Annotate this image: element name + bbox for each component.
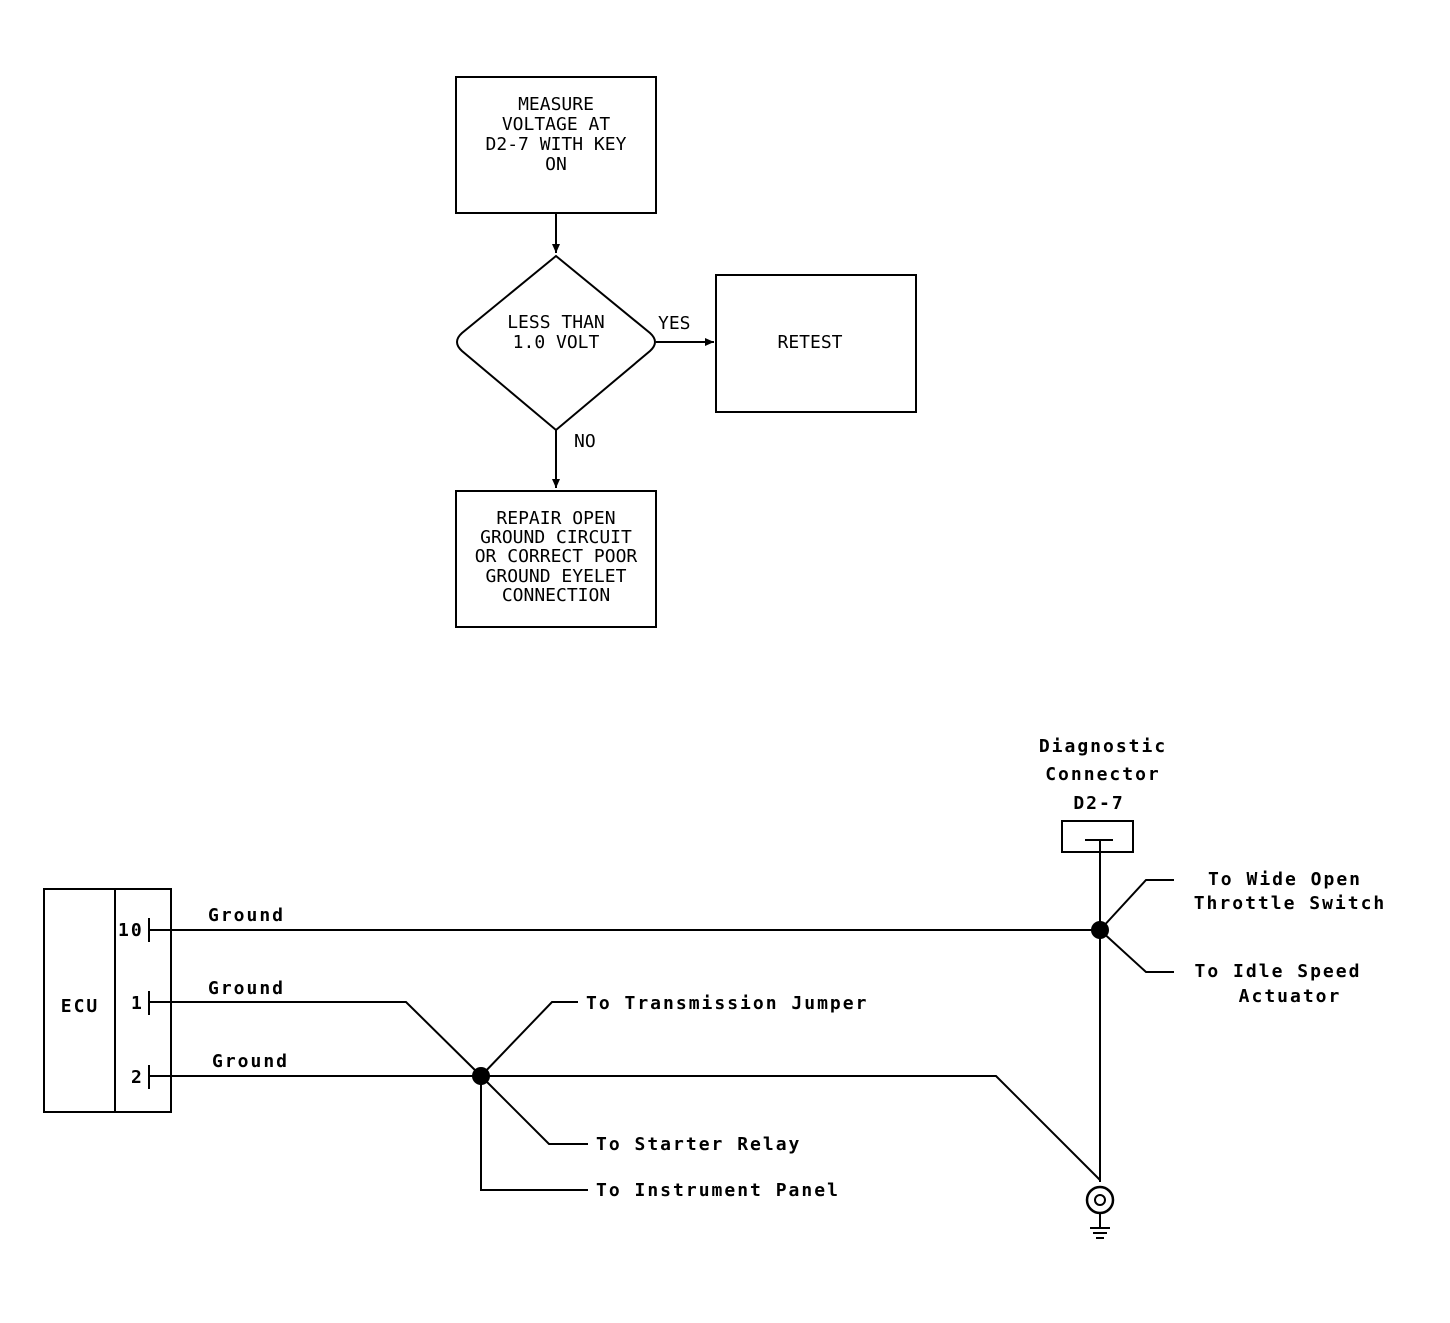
measure-line-2: VOLTAGE AT	[502, 114, 611, 135]
measure-line-1: MEASURE	[518, 94, 594, 115]
ground-label-pin-2: Ground	[212, 1051, 289, 1072]
measure-line-3: D2-7 WITH KEY	[486, 134, 627, 155]
ground-wire-pin-2	[149, 1075, 1101, 1181]
ground-eyelet-icon	[1085, 1185, 1115, 1239]
repair-line-5: CONNECTION	[502, 585, 610, 606]
measure-line-4: ON	[545, 154, 567, 175]
ground-label-pin-10: Ground	[208, 905, 285, 926]
wot-label-line-2: Throttle Switch	[1194, 893, 1387, 914]
branch-idle-speed	[1099, 929, 1174, 973]
idle-label-line-2: Actuator	[1239, 986, 1342, 1007]
pin-2-label: 2	[131, 1067, 144, 1088]
branch-starter-relay	[480, 1075, 588, 1145]
ground-label-pin-1: Ground	[208, 978, 285, 999]
branch-instrument-panel	[480, 1076, 588, 1191]
idle-label-line-1: To Idle Speed	[1195, 961, 1362, 982]
flowchart: MEASURE VOLTAGE AT D2-7 WITH KEY ON LESS…	[455, 76, 917, 628]
connector-title-line-2: Connector	[1045, 764, 1161, 785]
yes-label: YES	[658, 313, 691, 334]
decision-diamond: LESS THAN 1.0 VOLT	[456, 254, 656, 432]
retest-label: RETEST	[777, 332, 842, 353]
decision-line-2: 1.0 VOLT	[513, 332, 600, 353]
repair-line-1: REPAIR OPEN	[496, 508, 615, 529]
connector-id-label: D2-7	[1073, 793, 1124, 814]
instrument-panel-label: To Instrument Panel	[596, 1180, 840, 1201]
decision-line-1: LESS THAN	[507, 312, 605, 333]
branch-wide-open-throttle	[1099, 879, 1174, 931]
no-label: NO	[574, 431, 596, 452]
transmission-jumper-label: To Transmission Jumper	[586, 993, 868, 1014]
wot-label-line-1: To Wide Open	[1208, 869, 1362, 890]
ground-wire-pin-1	[149, 1001, 482, 1077]
ecu-block: ECU 10 1 2	[43, 888, 172, 1113]
repair-line-3: OR CORRECT POOR	[475, 546, 638, 567]
diagnostic-connector: Diagnostic Connector D2-7	[1039, 736, 1167, 853]
repair-box: REPAIR OPEN GROUND CIRCUIT OR CORRECT PO…	[455, 490, 657, 628]
pin-10-label: 10	[118, 920, 144, 941]
connector-title-line-1: Diagnostic	[1039, 736, 1167, 757]
repair-line-4: GROUND EYELET	[486, 566, 627, 587]
measure-voltage-box: MEASURE VOLTAGE AT D2-7 WITH KEY ON	[455, 76, 657, 214]
starter-relay-label: To Starter Relay	[596, 1134, 801, 1155]
repair-line-2: GROUND CIRCUIT	[480, 527, 632, 548]
wiring-diagram: ECU 10 1 2 Ground Ground Ground To Trans…	[43, 736, 1387, 1239]
retest-box: RETEST	[715, 274, 917, 413]
branch-transmission-jumper	[480, 1001, 578, 1077]
ecu-label: ECU	[61, 996, 100, 1017]
pin-1-label: 1	[131, 993, 144, 1014]
